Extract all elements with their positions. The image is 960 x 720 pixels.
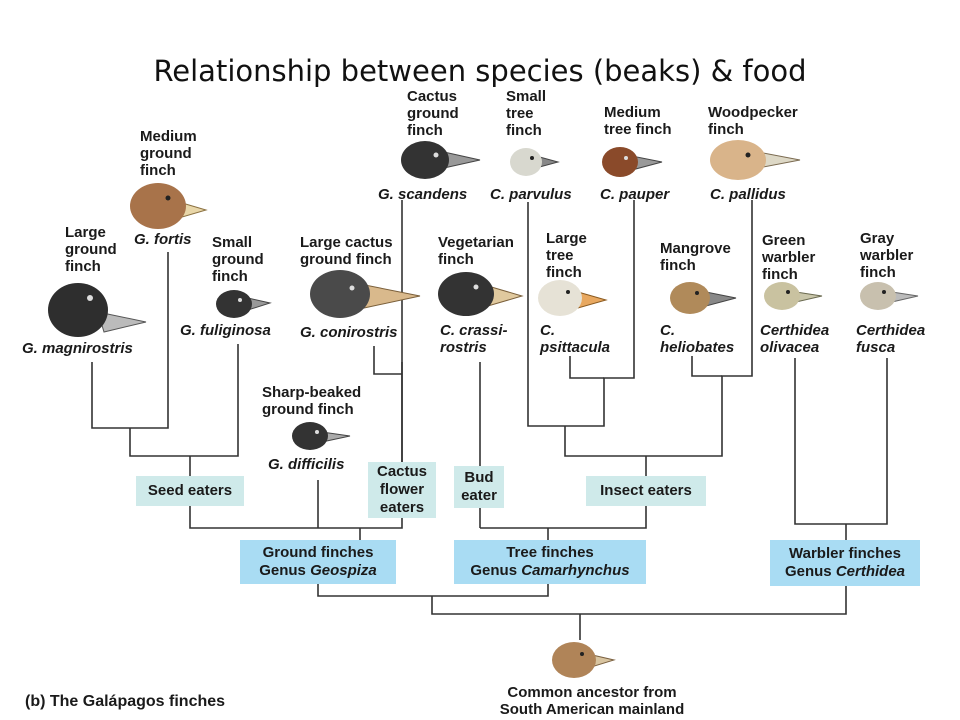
species-8-common: Large tree finch [546, 230, 587, 281]
large-cactus-ground-finch-icon [310, 270, 421, 318]
genus-ground-genus: Geospiza [310, 562, 377, 579]
genus-ground-title: Ground finches [262, 544, 374, 561]
species-2-common: Small ground finch [212, 234, 264, 285]
species-0-common: Large ground finch [65, 224, 117, 275]
common-ancestor-finch-icon [552, 642, 616, 678]
large-ground-finch-icon [48, 283, 147, 337]
diet-insect-eaters: Insect eaters [586, 476, 706, 506]
gray-warbler-finch-icon [860, 282, 919, 310]
cactus-ground-finch-icon [401, 141, 481, 179]
genus-tree-finches: Tree finches Genus Camarhynchus [454, 540, 646, 584]
species-4-common: Large cactus ground finch [300, 234, 393, 268]
medium-ground-finch-icon [130, 183, 208, 229]
species-2-scientific: G. fuliginosa [180, 322, 271, 339]
species-7-common: Small tree finch [506, 88, 547, 139]
large-tree-finch-icon [538, 280, 608, 316]
species-1-scientific: G. fortis [134, 231, 192, 248]
species-8-scientific: C. psittacula [540, 322, 611, 356]
genus-tree-genus: Camarhynchus [521, 562, 630, 579]
species-1-common: Medium ground finch [140, 128, 197, 179]
figure-caption: (b) The Galápagos finches [25, 693, 226, 710]
diet-seed-eaters: Seed eaters [136, 476, 244, 506]
sharp-beaked-ground-finch-icon [292, 422, 351, 450]
genus-ground-prefix: Genus [259, 562, 311, 579]
diet-bud-eater: Bud eater [454, 466, 504, 508]
genus-warbler-genus: Certhidea [835, 563, 906, 580]
small-tree-finch-icon [510, 148, 560, 176]
species-3-common: Sharp-beaked ground finch [262, 384, 362, 418]
slide-title: Relationship between species (beaks) & f… [153, 54, 807, 88]
green-warbler-finch-icon [764, 282, 823, 310]
species-9-scientific: C. pauper [600, 186, 670, 203]
vegetarian-finch-icon [438, 272, 524, 316]
genus-ground-name: Genus Geospiza [259, 562, 377, 580]
genus-warbler-prefix: Genus [784, 563, 836, 580]
genus-tree-prefix: Genus [470, 562, 522, 579]
species-9-common: Medium tree finch [604, 104, 672, 138]
medium-tree-finch-icon [602, 147, 663, 177]
species-7-scientific: C. parvulus [490, 186, 572, 203]
species-11-scientific: C. heliobates [660, 322, 735, 356]
genus-ground-finches: Ground finches Genus Geospiza [240, 540, 396, 584]
genus-tree-title: Tree finches [506, 544, 594, 561]
species-13-common: Gray warbler finch [860, 230, 914, 281]
species-6-scientific: C. crassi- rostris [440, 322, 508, 356]
species-12-scientific: Certhidea olivacea [760, 322, 830, 356]
species-5-common: Cactus ground finch [407, 88, 459, 139]
diet-cactus-flower-eaters: Cactus flower eaters [368, 462, 436, 518]
species-6-common: Vegetarian finch [438, 234, 514, 268]
genus-tree-name: Genus Camarhynchus [470, 562, 629, 580]
small-ground-finch-icon [216, 290, 272, 318]
species-4-scientific: G. conirostris [300, 324, 398, 341]
species-0-scientific: G. magnirostris [22, 340, 133, 357]
species-10-scientific: C. pallidus [710, 186, 786, 203]
species-11-common: Mangrove finch [660, 240, 731, 274]
species-13-scientific: Certhidea fusca [856, 322, 926, 356]
species-10-common: Woodpecker finch [708, 104, 798, 138]
genus-warbler-name: Genus Certhidea [785, 563, 905, 581]
common-ancestor-label: Common ancestor from South American main… [499, 684, 685, 718]
species-5-scientific: G. scandens [378, 186, 468, 203]
woodpecker-finch-icon [710, 140, 801, 180]
genus-warbler-finches: Warbler finches Genus Certhidea [770, 540, 920, 586]
mangrove-finch-icon [670, 282, 737, 314]
genus-warbler-title: Warbler finches [789, 545, 901, 562]
species-12-common: Green warbler finch [762, 232, 816, 283]
species-3-scientific: G. difficilis [268, 456, 345, 473]
